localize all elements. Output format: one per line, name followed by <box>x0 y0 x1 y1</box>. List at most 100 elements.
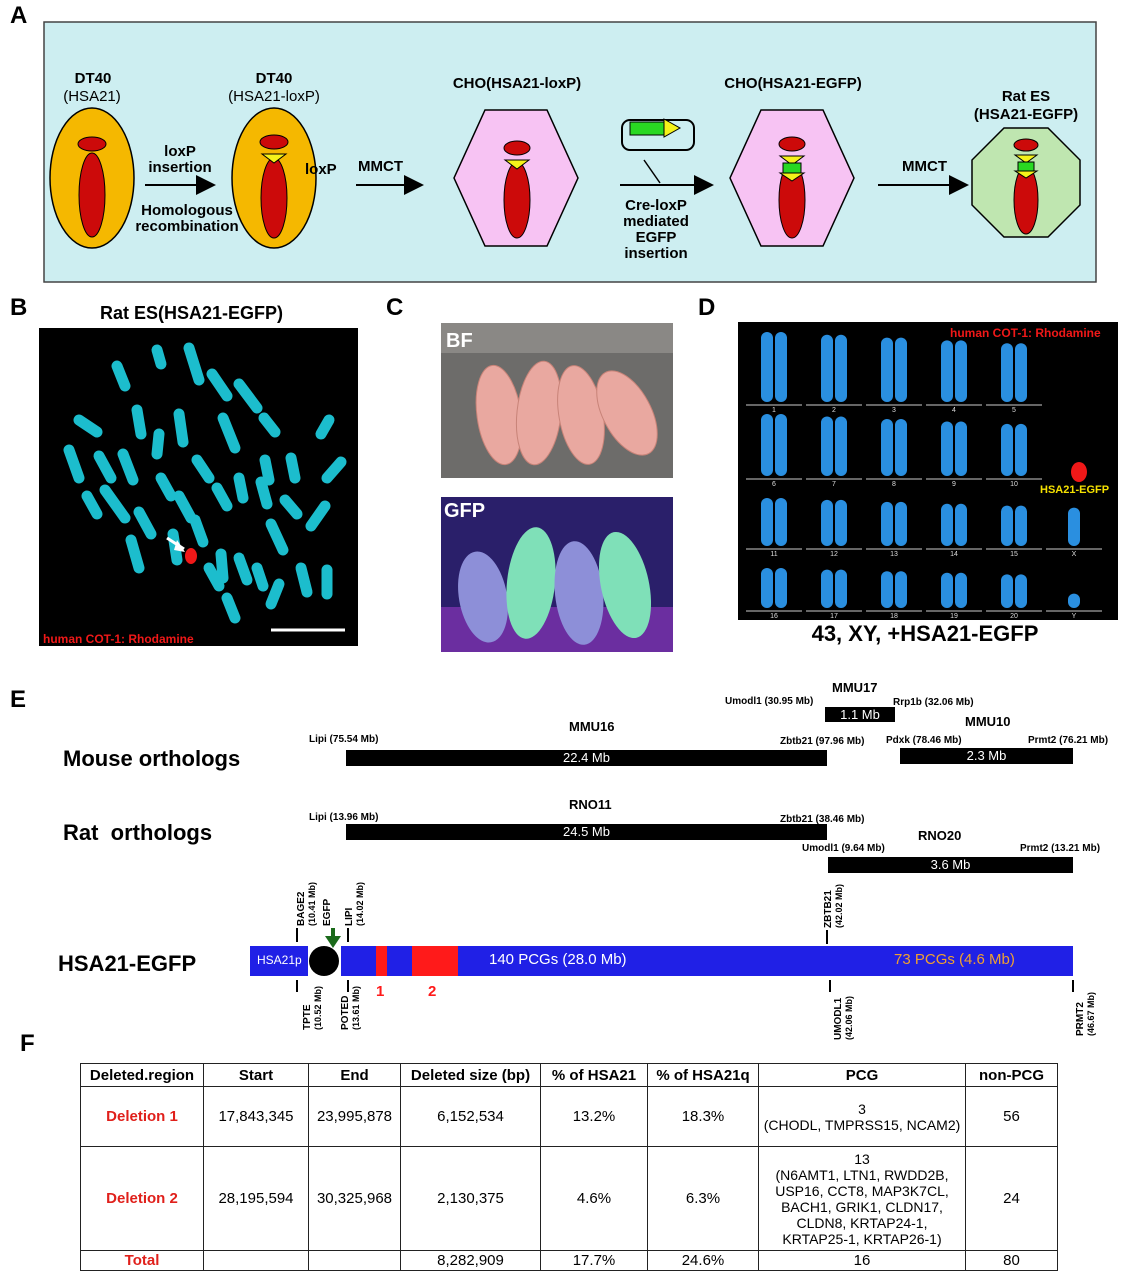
hsa21-egfp-label: HSA21-EGFP <box>58 951 197 976</box>
chromosome-label: 2 <box>832 407 836 414</box>
egfp-cassette <box>629 121 665 136</box>
mmct-label-2: MMCT <box>902 158 947 175</box>
chromosome-arm-p <box>503 140 531 156</box>
panel-label-c: C <box>386 294 404 321</box>
hsa21-signal <box>185 548 197 564</box>
gfp-fluorescence-photo <box>441 497 673 652</box>
rno20-bar: 3.6 Mb <box>828 857 1073 873</box>
dt40-loxp-sublabel: (HSA21-loxP) <box>228 88 320 105</box>
panel-d-hsa-label: HSA21-EGFP <box>1040 484 1110 496</box>
chromosome-5 <box>1001 343 1013 402</box>
chromosome-label: 17 <box>830 613 838 620</box>
chromosome-6 <box>775 414 787 476</box>
centromere <box>309 946 339 976</box>
mmu10-left: Pdxk (78.46 Mb) <box>886 735 962 746</box>
gfp-label: GFP <box>444 500 486 522</box>
chromosome-7 <box>835 416 847 476</box>
chromosome-19 <box>955 572 967 608</box>
marker-umodl1: UMODL1 <box>833 997 844 1040</box>
deletion-1-region <box>376 946 387 976</box>
mmu17-right: Rrp1b (32.06 Mb) <box>893 697 974 708</box>
deletion-2-label: 2 <box>428 983 437 1000</box>
header-pct-hsa21: % of HSA21 <box>540 1063 648 1087</box>
rno11-left: Lipi (13.96 Mb) <box>309 812 379 823</box>
karyotype-chromosomes <box>746 332 1102 612</box>
rat-es-sublabel: (HSA21-EGFP) <box>973 106 1079 123</box>
chromosome-label: 10 <box>1010 481 1018 488</box>
panel-d-probe-label: human COT-1: Rhodamine <box>950 326 1101 340</box>
table-header-row: Deleted.region Start End Deleted size (b… <box>80 1063 1058 1087</box>
marker-bage2: BAGE2 <box>296 891 307 926</box>
mmu16-bar: 22.4 Mb <box>346 750 827 766</box>
deletion-1-label: 1 <box>376 983 385 1000</box>
chromosome-label: 9 <box>952 481 956 488</box>
chromosome-2 <box>821 334 833 402</box>
chromosome-label: 3 <box>892 407 896 414</box>
rat-orthologs-label: Rat orthologs <box>63 820 213 845</box>
chromosome-X <box>1068 507 1080 546</box>
bf-label: BF <box>446 330 473 352</box>
chromosome-label: 19 <box>950 613 958 620</box>
chromosome-label: 8 <box>892 481 896 488</box>
header-end: End <box>308 1063 401 1087</box>
marker-zbtb21: ZBTB21 <box>823 890 834 928</box>
chromosome-label: 4 <box>952 407 956 414</box>
egfp-insert <box>782 162 802 174</box>
chromosome-18 <box>895 571 907 608</box>
chromosome-15 <box>1015 505 1027 546</box>
svg-text:(46.67 Mb): (46.67 Mb) <box>1086 992 1096 1036</box>
marker-egfp: EGFP <box>322 898 333 926</box>
chromosome-label: 15 <box>1010 551 1018 558</box>
chromosome-3 <box>895 337 907 402</box>
chromosome-17 <box>821 569 833 608</box>
chromosome-label: 1 <box>772 407 776 414</box>
dt40-sublabel: (HSA21) <box>63 88 121 105</box>
cho-egfp-label: CHO(HSA21-EGFP) <box>724 75 862 92</box>
header-region: Deleted.region <box>80 1063 204 1087</box>
chromosome-arm-q <box>503 161 531 239</box>
chromosome-10 <box>1015 423 1027 476</box>
brightfield-photo <box>441 323 673 478</box>
mmct-label-1: MMCT <box>358 158 403 175</box>
loxp-marker <box>260 153 288 164</box>
header-start: Start <box>203 1063 309 1087</box>
karyotype-formula: 43, XY, +HSA21-EGFP <box>811 621 1039 646</box>
svg-text:(14.02 Mb): (14.02 Mb) <box>355 882 365 926</box>
table-row: Deletion 1 17,843,345 23,995,878 6,152,5… <box>80 1086 1058 1147</box>
chromosome-label: 5 <box>1012 407 1016 414</box>
loxp-marker <box>663 118 682 138</box>
deletion-2-region <box>412 946 458 976</box>
chromosome-label: 6 <box>772 481 776 488</box>
mmu10-bar: 2.3 Mb <box>900 748 1073 764</box>
mmu16-name: MMU16 <box>569 719 615 734</box>
chromosome-9 <box>941 421 953 476</box>
chromosome-arm-q <box>78 152 106 238</box>
mmu17-left: Umodl1 (30.95 Mb) <box>725 696 814 707</box>
chromosome-12 <box>835 499 847 546</box>
chromosome-label: 13 <box>890 551 898 558</box>
dt40-label: DT40 <box>74 70 112 87</box>
chromosome-1 <box>775 332 787 402</box>
chromosome-arm-p <box>1013 138 1039 152</box>
cho-loxp-label: CHO(HSA21-loxP) <box>452 75 582 92</box>
chromosome-13 <box>895 501 907 546</box>
hsa21p-label: HSA21p <box>257 953 302 967</box>
rno20-left: Umodl1 (9.64 Mb) <box>802 843 885 854</box>
chromosome-17 <box>835 569 847 608</box>
header-pcg: PCG <box>758 1063 966 1087</box>
marker-lipi: LIPI <box>344 907 355 926</box>
chromosome-19 <box>941 572 953 608</box>
chromosome-10 <box>1001 423 1013 476</box>
chromosome-label: 18 <box>890 613 898 620</box>
chromosome-label: 11 <box>770 551 778 558</box>
metaphase-spread-image <box>39 328 358 646</box>
panel-label-f: F <box>20 1030 35 1057</box>
loxp-marker <box>503 159 531 170</box>
chromosome-20 <box>1001 574 1013 608</box>
header-size: Deleted size (bp) <box>400 1063 541 1087</box>
deletion-table: Deleted.region Start End Deleted size (b… <box>80 1063 1058 1271</box>
mmu17-name: MMU17 <box>832 680 878 695</box>
rno11-name: RNO11 <box>569 797 612 812</box>
